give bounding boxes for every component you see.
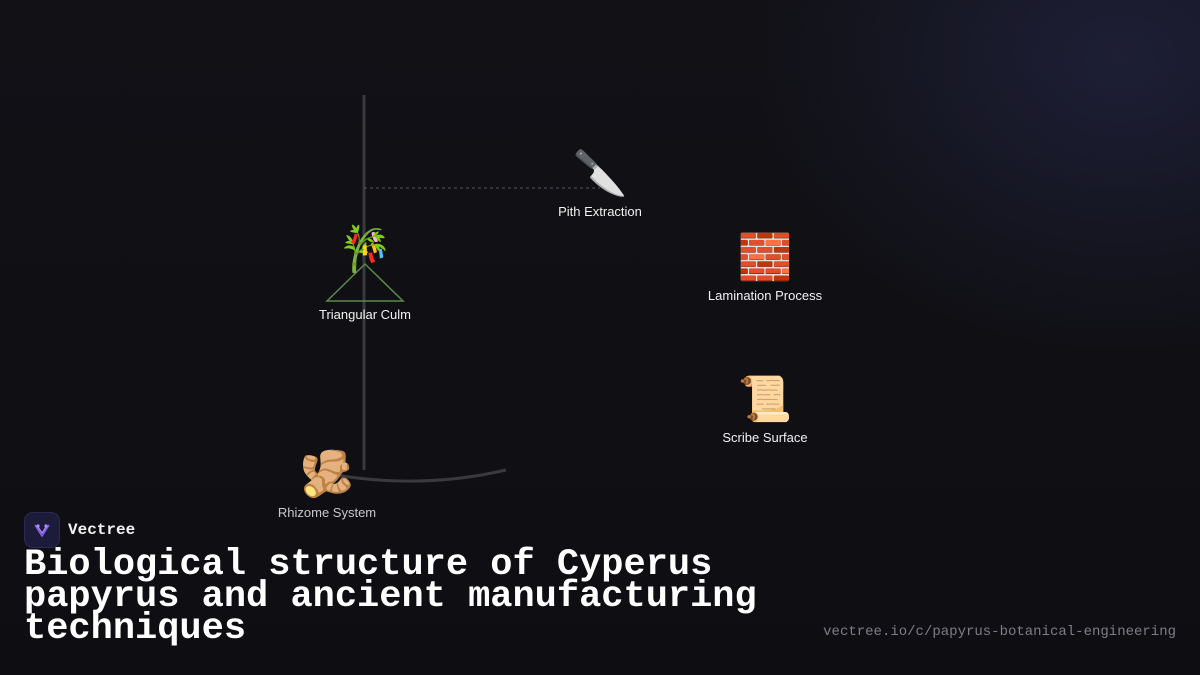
node-rhizome-system: 🫚 Rhizome System xyxy=(237,450,417,521)
ginger-root-icon: 🫚 xyxy=(299,450,355,499)
knife-icon: 🔪 xyxy=(572,149,628,198)
page-title: Biological structure of Cyperus papyrus … xyxy=(24,544,757,650)
brick-icon: 🧱 xyxy=(737,233,793,282)
rhizome-curve xyxy=(329,468,507,483)
node-label: Lamination Process xyxy=(707,288,823,303)
node-label: Rhizome System xyxy=(277,505,377,520)
source-url[interactable]: vectree.io/c/papyrus-botanical-engineeri… xyxy=(823,624,1176,640)
brand-name: Vectree xyxy=(68,521,136,539)
triangular-cross-section xyxy=(325,262,405,302)
node-lamination-process: 🧱 Lamination Process xyxy=(675,233,855,304)
node-label: Pith Extraction xyxy=(558,204,642,219)
node-label: Triangular Culm xyxy=(319,307,411,322)
node-triangular-culm: 🎋 Triangular Culm xyxy=(275,225,455,323)
scroll-icon: 📜 xyxy=(737,375,793,424)
vectree-logo-icon xyxy=(24,512,60,548)
brand[interactable]: Vectree xyxy=(24,512,135,548)
bamboo-icon: 🎋 xyxy=(337,225,393,274)
node-pith-extraction: 🔪 Pith Extraction xyxy=(510,149,690,220)
node-scribe-surface: 📜 Scribe Surface xyxy=(675,375,855,446)
node-label: Scribe Surface xyxy=(722,430,808,445)
